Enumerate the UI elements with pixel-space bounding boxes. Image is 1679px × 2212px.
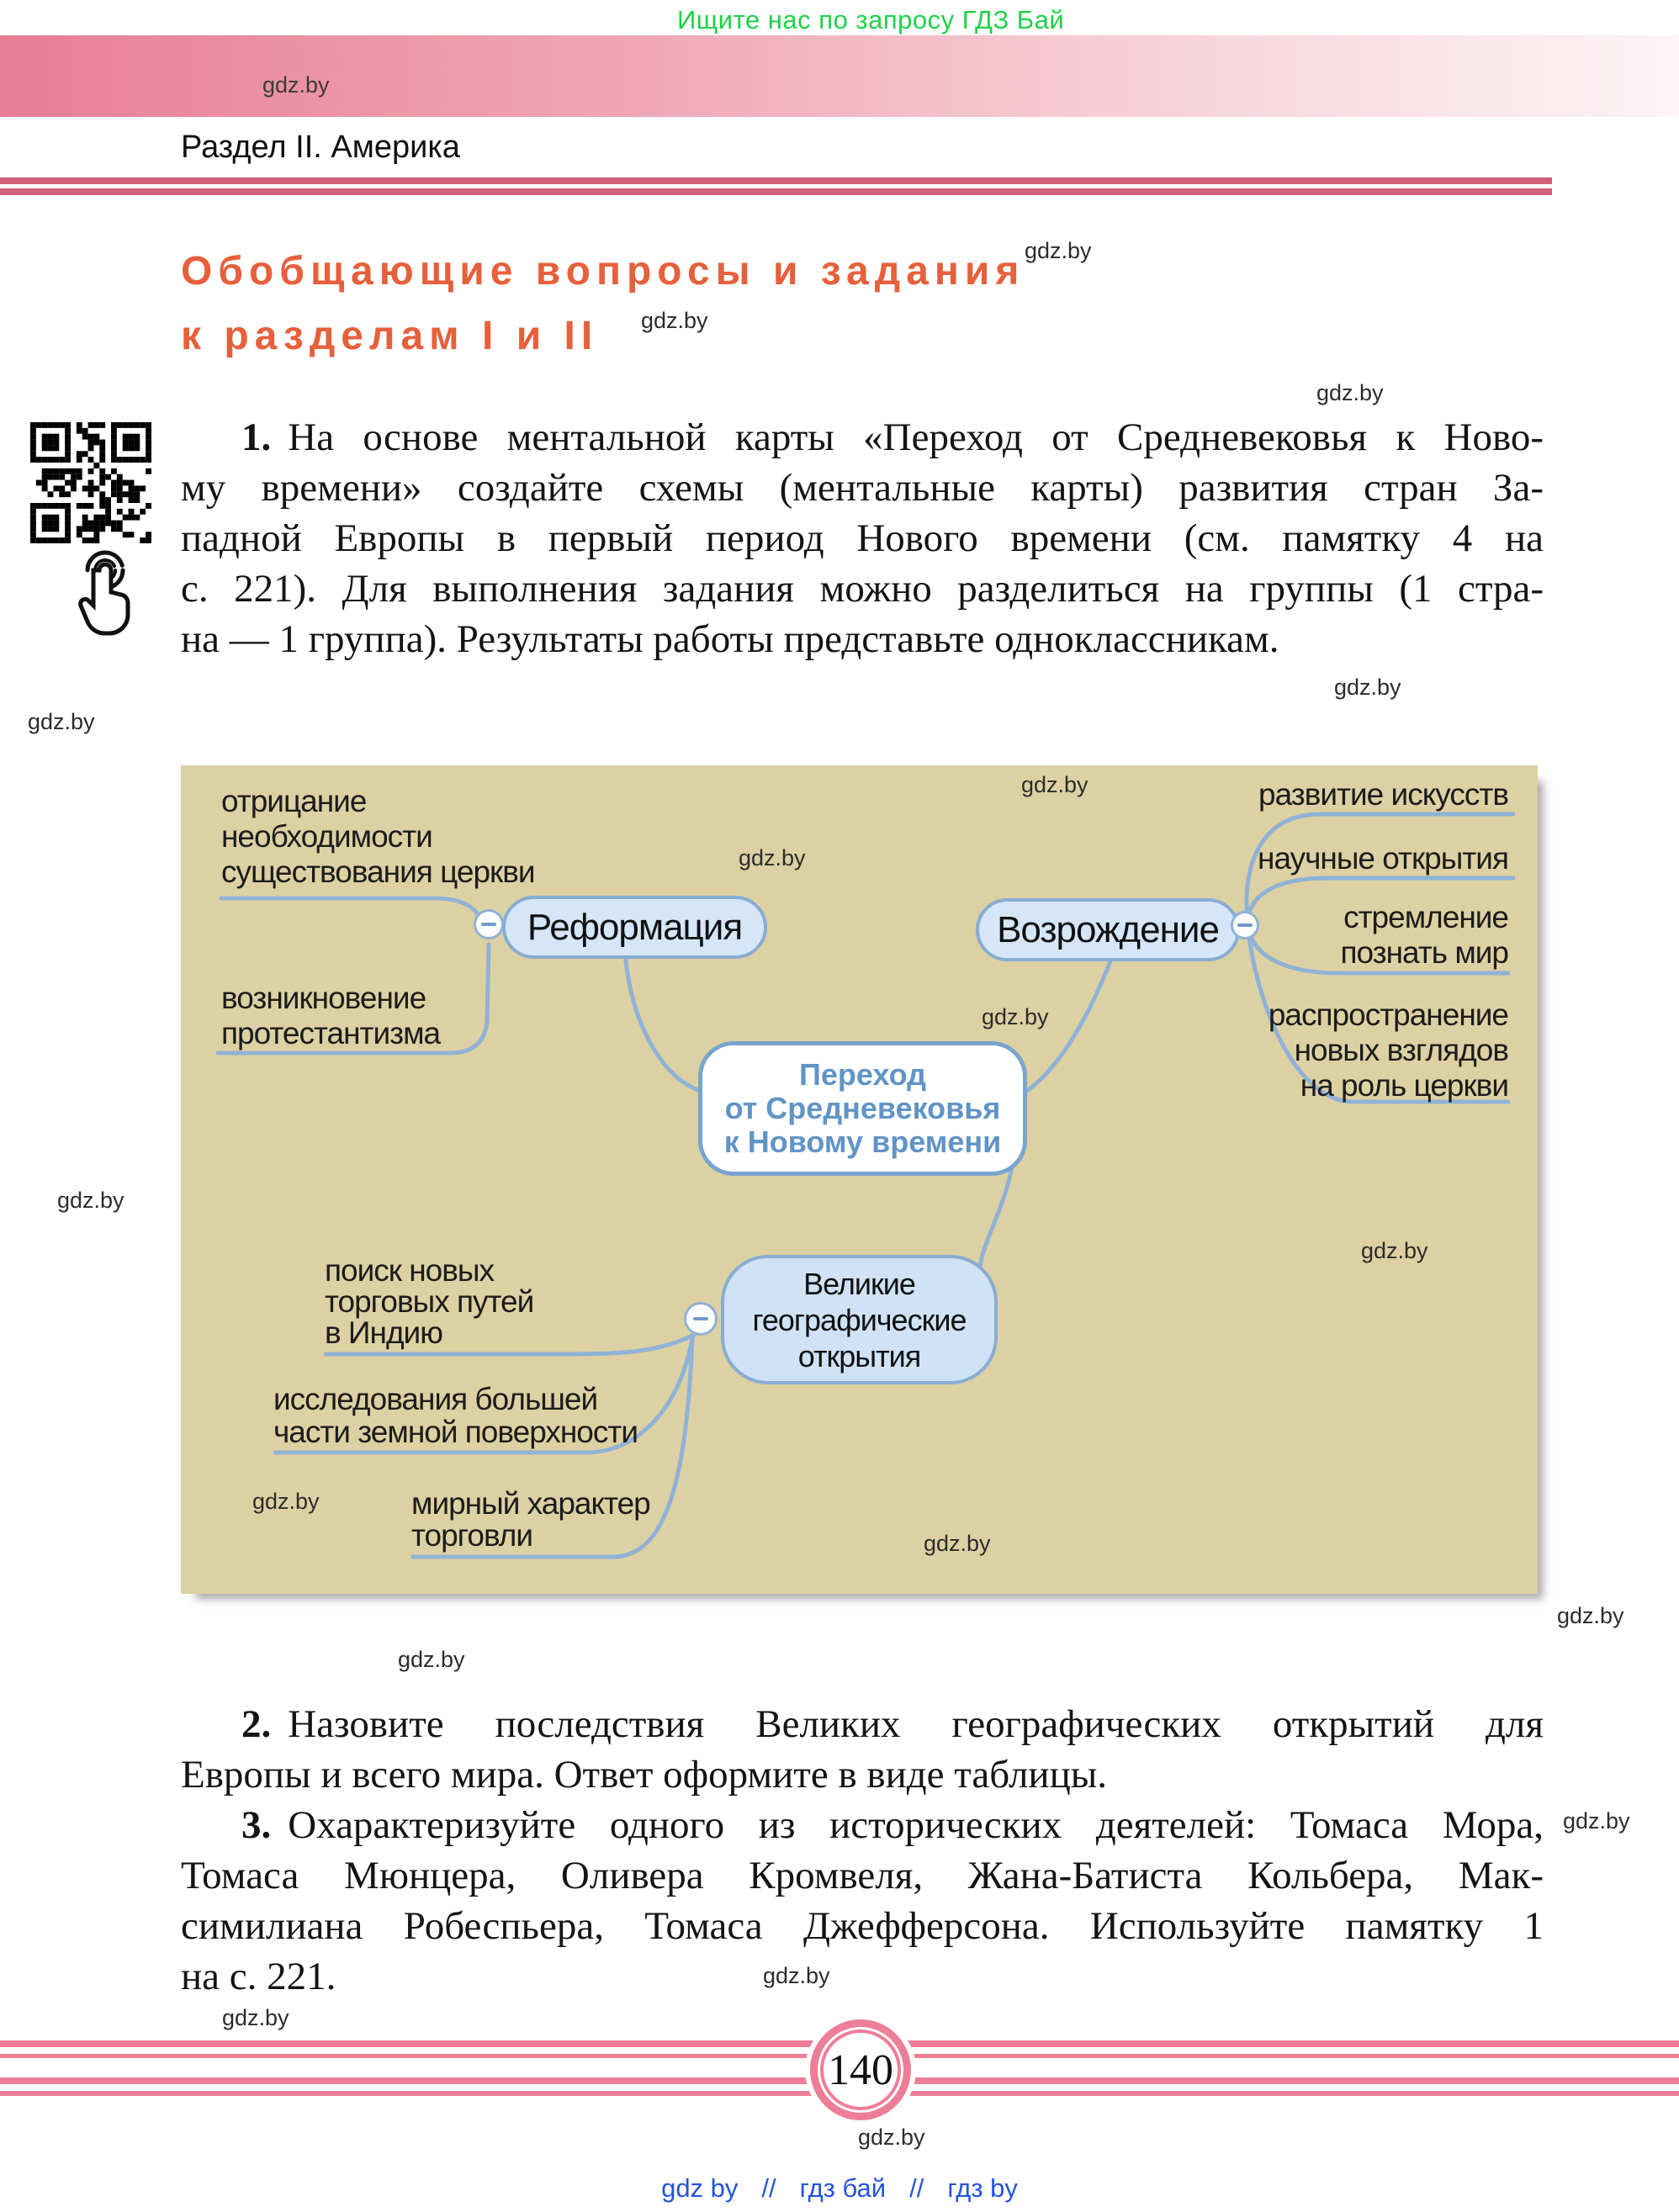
branch-label-peaceful-trade: мирный характер торговли (411, 1486, 651, 1553)
watermark: gdz.by (739, 845, 806, 871)
text-line: 2.Назовите последствия Великих географич… (241, 1702, 1544, 1746)
watermark: gdz.by (924, 1531, 991, 1556)
watermark: gdz.by (858, 2125, 925, 2150)
watermark: gdz.by (1563, 1808, 1630, 1834)
footer-link-gdz-bai[interactable]: гдз бай (799, 2173, 887, 2203)
qr-code (30, 422, 151, 543)
node-center-transition: Переход от Средневековья к Новому времен… (698, 1041, 1027, 1176)
branch-label-church-views: распространение новых взглядов на роль ц… (1268, 998, 1509, 1103)
watermark: gdz.by (763, 1963, 830, 1988)
top-gradient-bar: gdz.by (0, 35, 1679, 117)
watermark: gdz.by (57, 1188, 124, 1213)
watermark: gdz.by (1557, 1603, 1624, 1628)
page-number: 140 (828, 2045, 893, 2094)
watermark: gdz.by (1334, 675, 1401, 700)
branch-label-church-denial: отрицание необходимости существования це… (221, 784, 536, 889)
text-line: 3.Охарактеризуйте одного из исторических… (241, 1803, 1544, 1847)
brand-watermark: gdz.by (262, 72, 330, 98)
minus-icon (481, 923, 496, 926)
tap-hand-icon (72, 548, 139, 641)
collapse-toggle-reformation[interactable] (474, 909, 504, 939)
text-line: 1.На основе ментальной карты «Переход от… (241, 415, 1544, 459)
node-renaissance: Возрождение (976, 898, 1240, 961)
page-title-line1: Обобщающие вопросы и задания (181, 249, 1025, 294)
branch-label-arts: развитие искусств (1258, 777, 1509, 812)
task-number: 1. (241, 415, 272, 459)
text-line: на — 1 группа). Результаты работы предст… (181, 617, 1279, 661)
promo-banner-text: Ищите нас по запросу ГДЗ Бай (677, 5, 1065, 34)
watermark: gdz.by (1021, 772, 1088, 797)
divider-line (0, 188, 1552, 195)
task-number: 2. (241, 1702, 272, 1746)
text-line: падной Европы в первый период Нового вре… (181, 516, 1544, 560)
link-separator: // (909, 2173, 924, 2203)
text-line: на с. 221. (181, 1955, 336, 1998)
branch-label-science: научные открытия (1258, 841, 1509, 876)
page-title-line2: к разделам I и II (181, 314, 599, 358)
text-line: Европы и всего мира. Ответ оформите в ви… (181, 1753, 1108, 1797)
watermark: gdz.by (1316, 380, 1384, 405)
minus-icon (693, 1317, 708, 1320)
node-discoveries: Великие географические открытия (721, 1255, 998, 1384)
divider-line (0, 177, 1552, 184)
watermark: gdz.by (222, 2005, 289, 2030)
branch-label-protestantism: возникновение протестантизма (221, 981, 441, 1050)
watermark: gdz.by (252, 1489, 320, 1514)
collapse-toggle-renaissance[interactable] (1231, 911, 1259, 939)
page-title: Обобщающие вопросы и задания к разделам … (181, 239, 1025, 368)
minus-icon (1237, 923, 1253, 927)
branch-label-exploration: исследования большей части земной поверх… (273, 1382, 638, 1449)
task-paragraph-1: 1.На основе ментальной карты «Переход от… (181, 412, 1544, 664)
node-reformation: Реформация (502, 896, 767, 959)
branch-label-knowledge: стремление познать мир (1340, 900, 1509, 970)
watermark: gdz.by (641, 308, 708, 333)
task-number: 3. (241, 1803, 272, 1847)
watermark: gdz.by (982, 1004, 1049, 1029)
text-line: Томаса Мюнцера, Оливера Кромвеля, Жана-Б… (181, 1854, 1544, 1897)
section-breadcrumb: Раздел II. Америка (181, 130, 460, 165)
link-separator: // (761, 2173, 776, 2203)
page-number-inner-ring: 140 (820, 2029, 901, 2110)
collapse-toggle-discoveries[interactable] (684, 1302, 718, 1336)
footer-link-gdz-by[interactable]: gdz by (661, 2173, 739, 2203)
branch-label-trade-routes: поиск новых торговых путей в Индию (325, 1253, 534, 1350)
watermark: gdz.by (398, 1647, 465, 1672)
mindmap-diagram: gdz.by gdz.by gdz.by gdz.by gdz.by gdz.b… (181, 765, 1538, 1594)
text-line: с. 221). Для выполнения задания можно ра… (181, 567, 1544, 611)
page-number-badge: 140 (810, 2019, 911, 2120)
footer-links: gdz by // гдз бай // гдз by (0, 2173, 1679, 2204)
footer-link-gdz-by2[interactable]: гдз by (947, 2173, 1018, 2203)
task-paragraph-3: 3.Охарактеризуйте одного из исторических… (181, 1800, 1544, 2002)
text-line: симилиана Робеспьера, Томаса Джефферсона… (181, 1904, 1544, 1948)
task-paragraph-2: 2.Назовите последствия Великих географич… (181, 1699, 1544, 1800)
text-line: му времени» создайте схемы (ментальные к… (181, 466, 1544, 510)
watermark: gdz.by (1361, 1238, 1428, 1263)
watermark: gdz.by (1025, 238, 1092, 263)
watermark: gdz.by (28, 709, 95, 734)
